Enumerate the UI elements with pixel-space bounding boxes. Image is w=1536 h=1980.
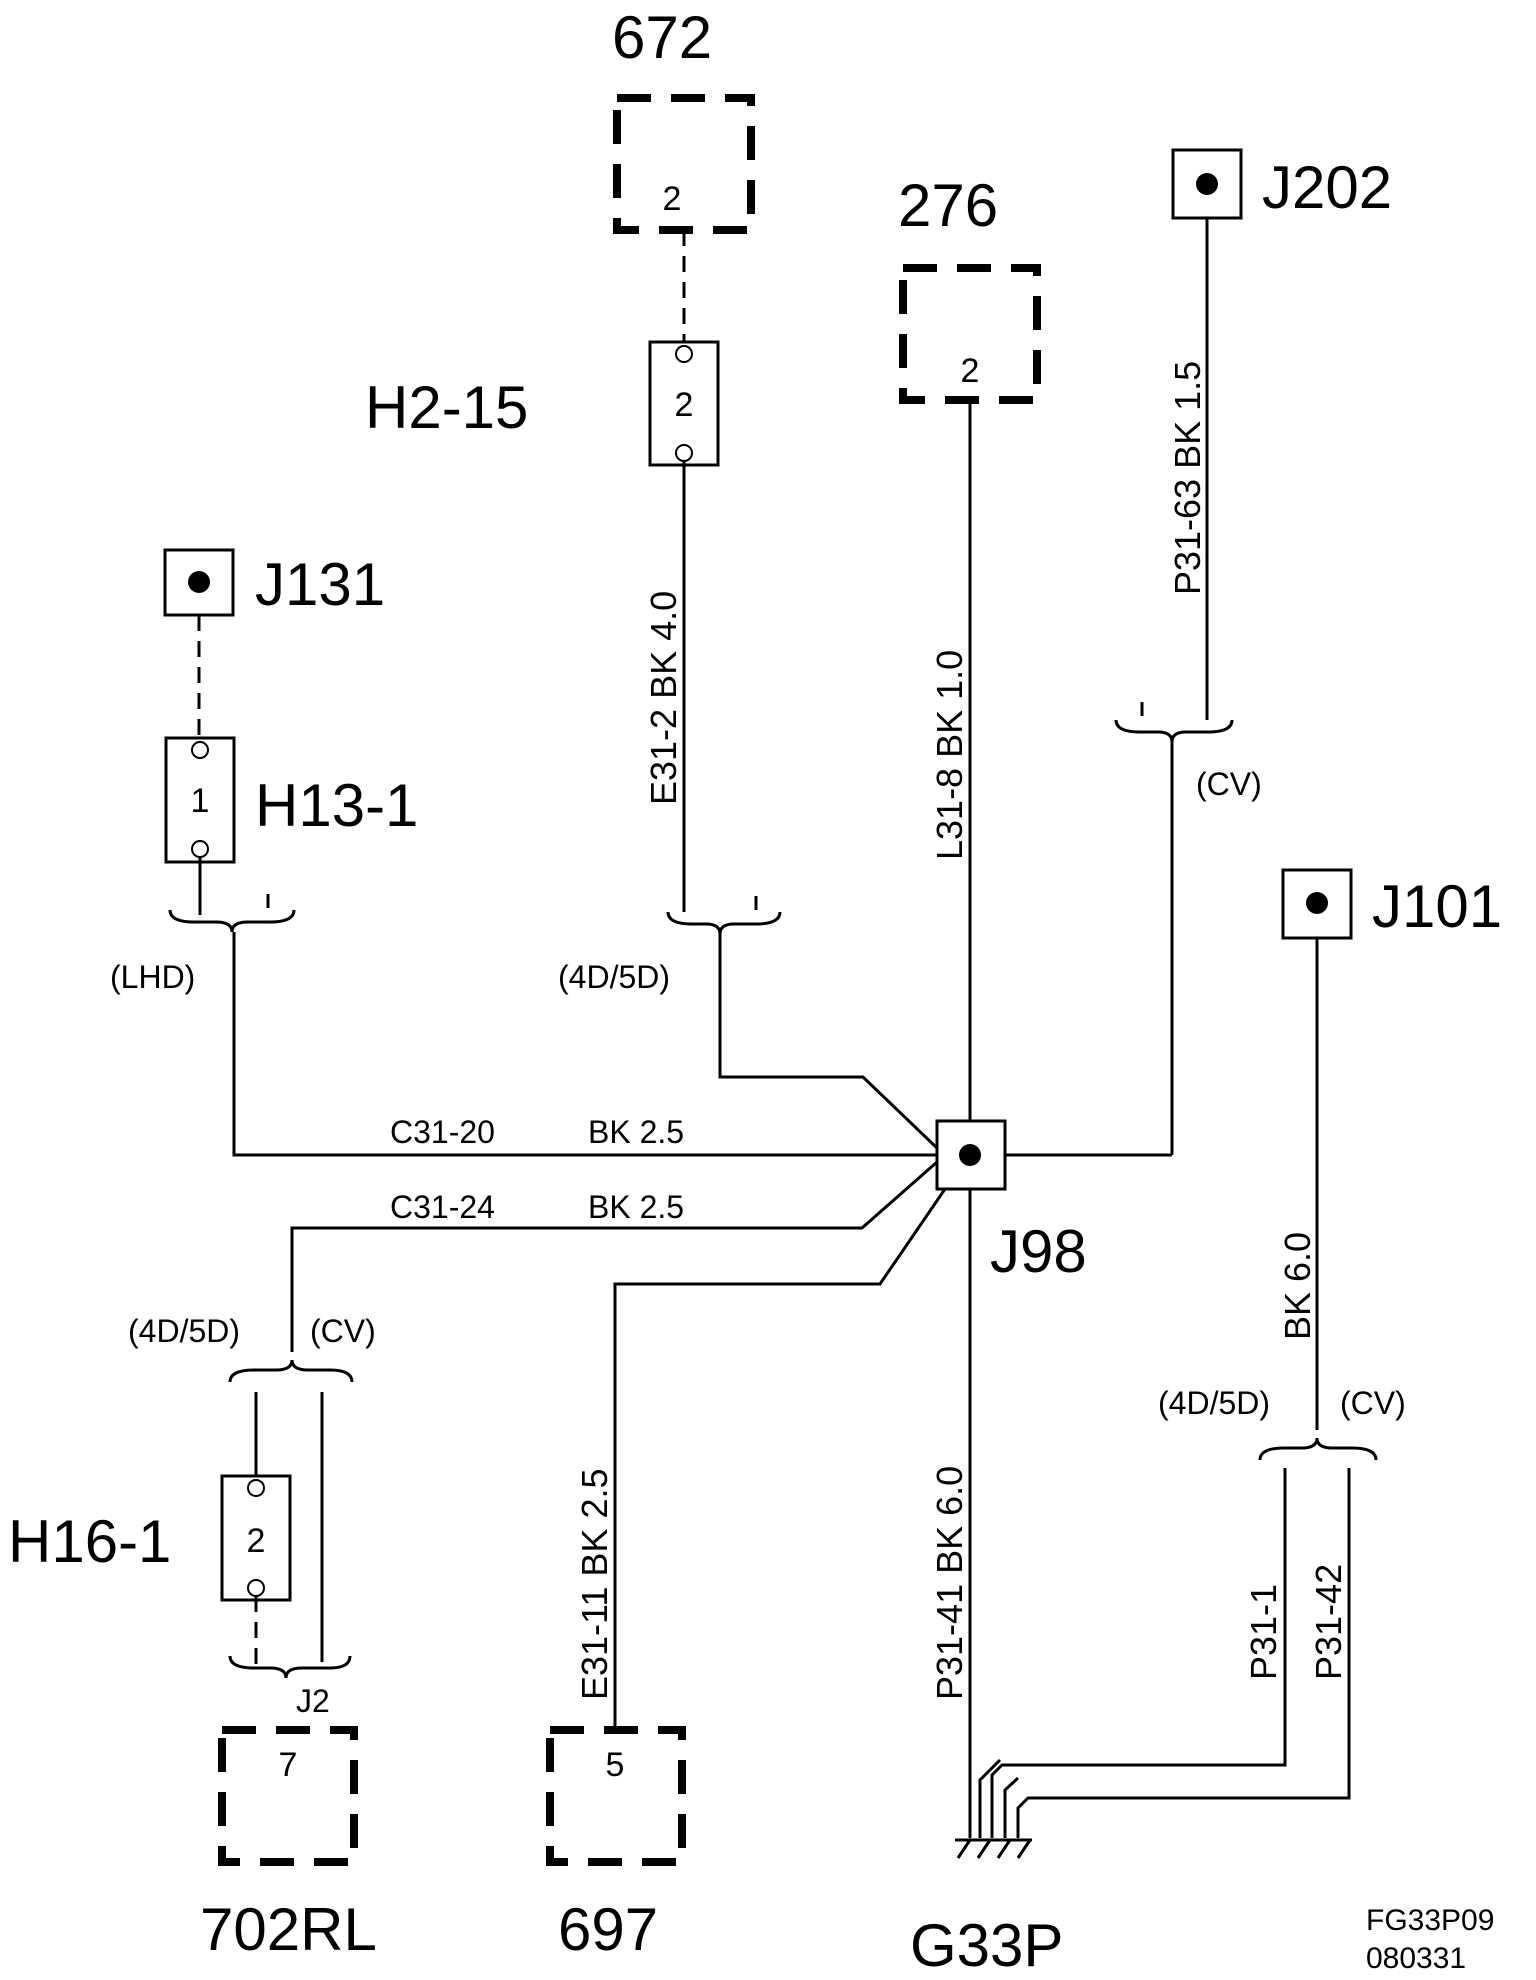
component-697: 5 697 (546, 1726, 686, 1963)
connector-h16-1-pin-bottom (247, 1579, 265, 1597)
junction-j101: J101 (1281, 868, 1502, 940)
wire-e31-11-label: E31-11 BK 2.5 (574, 1469, 615, 1701)
wire-4d5d-to-j98 (718, 934, 939, 1150)
component-702rl-pin: 7 (279, 1746, 298, 1784)
variant-cv-j101: (CV) (1340, 1385, 1406, 1421)
component-276-pin: 2 (961, 352, 980, 390)
connector-h13-1-pin-bottom (191, 840, 209, 858)
wire-c31-24 (290, 1160, 938, 1352)
component-276-label: 276 (898, 172, 998, 239)
brace-j202 (1114, 719, 1234, 743)
brace-lhd (168, 909, 296, 933)
wire-l31-8-label: L31-8 BK 1.0 (929, 650, 970, 860)
connector-h2-15-pin-top (675, 345, 693, 363)
junction-j101-dot (1306, 892, 1328, 914)
wire-ground-strand-b (1003, 1776, 1020, 1838)
wire-e31-2-label: E31-2 BK 4.0 (643, 591, 684, 805)
brace-h16-1-top (228, 1359, 354, 1383)
component-672-label: 672 (612, 4, 712, 71)
wire-ground-strand-a (978, 1758, 1002, 1838)
wire-j101-label: BK 6.0 (1277, 1232, 1318, 1340)
wire-p31-41-label: P31-41 BK 6.0 (929, 1466, 970, 1700)
component-672-box (613, 94, 755, 234)
component-697-box (546, 1726, 686, 1866)
variant-4d5d-h16: (4D/5D) (128, 1313, 240, 1349)
junction-j131-dot (188, 571, 210, 593)
connector-h2-15-label: H2-15 (365, 374, 528, 441)
component-702rl: J2 7 702RL (200, 1683, 377, 1963)
variant-cv-j202: (CV) (1196, 766, 1262, 802)
junction-j202-dot (1196, 173, 1218, 195)
footer-date: 080331 (1366, 1942, 1466, 1975)
junction-j101-label: J101 (1372, 873, 1502, 940)
ground-icon-hatch-3 (996, 1839, 1012, 1859)
variant-lhd: (LHD) (110, 959, 195, 995)
ground-icon-hatch-1 (956, 1839, 972, 1859)
wire-c31-20-spec: BK 2.5 (588, 1114, 684, 1150)
wire-p31-42-label: P31-42 (1308, 1564, 1349, 1680)
component-702rl-label: 702RL (200, 1896, 377, 1963)
connector-h2-15-pin-label: 2 (675, 386, 694, 424)
ground-icon-hatch-2 (976, 1839, 992, 1859)
component-697-pin: 5 (606, 1746, 625, 1784)
ground-label: G33P (910, 1912, 1063, 1979)
component-702rl-box (218, 1726, 358, 1866)
brace-h2-15 (666, 911, 782, 935)
junction-j98: J98 (935, 1119, 1087, 1285)
component-672-pin: 2 (663, 180, 682, 218)
connector-h2-15: H2-15 2 (365, 230, 720, 467)
wire-p31-1 (990, 1468, 1287, 1838)
junction-j98-label: J98 (990, 1218, 1087, 1285)
variant-cv-h16: (CV) (310, 1313, 376, 1349)
component-672: 672 2 (612, 4, 755, 234)
component-697-label: 697 (558, 1896, 658, 1963)
ground-icon-hatch-4 (1016, 1839, 1032, 1859)
junction-j98-dot (959, 1144, 981, 1166)
connector-h13-1-label: H13-1 (255, 772, 418, 839)
junction-j202-label: J202 (1262, 154, 1392, 221)
connector-h13-1-pin-top (191, 741, 209, 759)
variant-4d5d-h2: (4D/5D) (558, 959, 670, 995)
brace-h16-1-bottom (228, 1655, 352, 1679)
wire-c31-20 (232, 932, 937, 1157)
connector-h16-1-label: H16-1 (8, 1508, 171, 1575)
junction-j202: J202 (1171, 148, 1392, 221)
wire-c31-24-spec: BK 2.5 (588, 1189, 684, 1225)
component-702rl-connector: J2 (296, 1683, 330, 1719)
connector-h2-15-pin-bottom (675, 444, 693, 462)
wire-p31-42 (1016, 1468, 1351, 1838)
connector-h16-1-pin-top (247, 1479, 265, 1497)
ground-g33p: G33P (910, 1838, 1063, 1979)
wire-c31-24-id: C31-24 (390, 1189, 495, 1225)
connector-h16-1: 2 H16-1 (8, 1392, 292, 1602)
junction-j131: J131 (163, 548, 385, 618)
component-276: 276 2 (898, 172, 1041, 404)
brace-j101 (1258, 1437, 1378, 1461)
connector-h13-1-pin-label: 1 (191, 782, 210, 820)
wire-c31-20-id: C31-20 (390, 1114, 495, 1150)
variant-4d5d-j101: (4D/5D) (1158, 1385, 1270, 1421)
connector-h16-1-pin-label: 2 (247, 1522, 266, 1560)
connector-h13-1: 1 H13-1 (164, 615, 418, 864)
footer-code: FG33P09 (1366, 1904, 1494, 1937)
wire-e31-11 (613, 1188, 947, 1730)
wire-p31-1-label: P31-1 (1243, 1584, 1284, 1680)
junction-j131-label: J131 (255, 551, 385, 618)
wire-p31-63-label: P31-63 BK 1.5 (1167, 361, 1208, 595)
